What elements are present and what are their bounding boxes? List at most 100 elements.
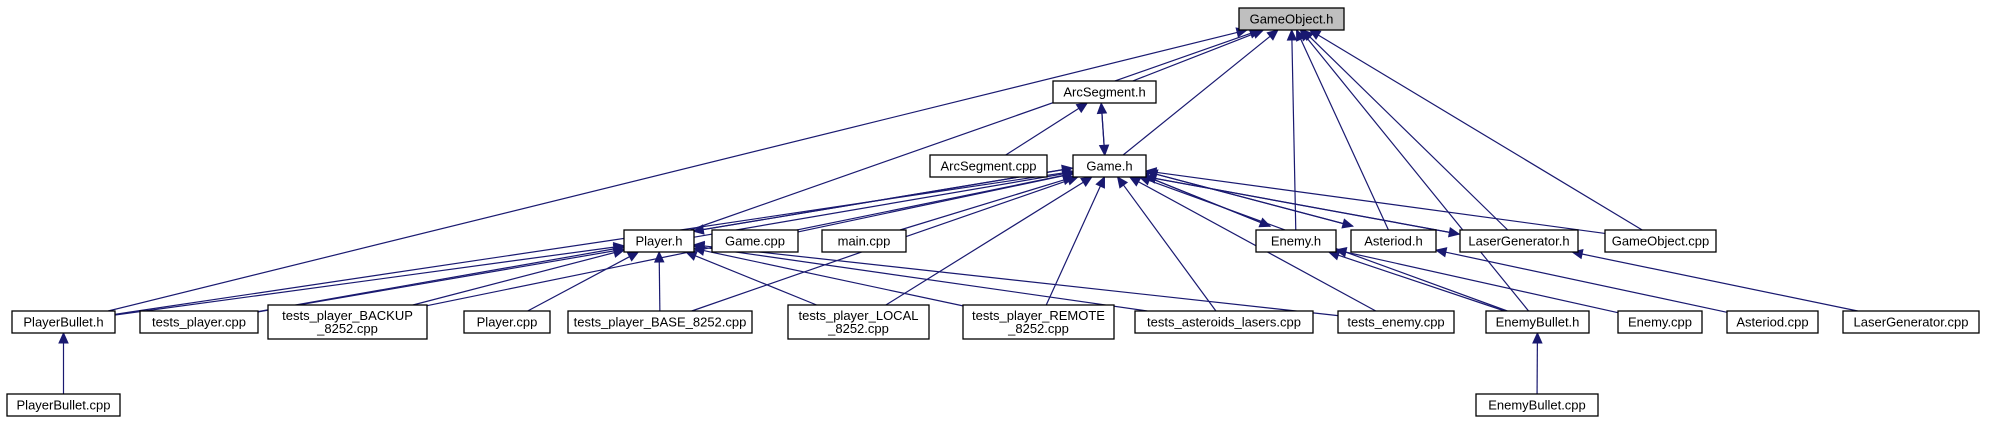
- node-box: [1617, 310, 1703, 334]
- node-playerbullet-cpp[interactable]: PlayerBullet.cpp: [6, 393, 121, 417]
- node-box: [1485, 310, 1590, 334]
- edge-arcsegment-cpp-to-arcsegment-h: [1005, 107, 1080, 156]
- node-label: tests_asteroids_lasers.cpp: [1147, 315, 1301, 330]
- edge-arrowhead: [1066, 175, 1079, 186]
- node-arcsegment-cpp[interactable]: ArcSegment.cpp: [929, 154, 1048, 178]
- edge-enemybullet-h-to-enemy-h: [1338, 254, 1505, 312]
- node-gameobject-cpp[interactable]: GameObject.cpp: [1604, 229, 1717, 253]
- node-label: EnemyBullet.cpp: [1488, 398, 1586, 413]
- edge-arrowhead: [1532, 331, 1543, 344]
- edge-arrowhead: [1116, 176, 1129, 189]
- edge-arrowhead: [1258, 217, 1272, 228]
- edge-tests-player-base-8252-cpp-to-player-h: [658, 261, 661, 312]
- node-box: [139, 310, 259, 334]
- node-asteriod-cpp[interactable]: Asteriod.cpp: [1726, 310, 1819, 334]
- node-label: Asteriod.cpp: [1736, 315, 1808, 330]
- edge-tests-player-cpp-to-player-h: [257, 248, 615, 313]
- node-lasergenerator-h[interactable]: LaserGenerator.h: [1459, 229, 1579, 253]
- node-label: tests_player_LOCAL: [799, 308, 919, 323]
- node-label: tests_player_BACKUP: [282, 308, 413, 323]
- node-label: Asteriod.h: [1364, 234, 1423, 249]
- node-label: PlayerBullet.cpp: [17, 398, 111, 413]
- node-box: [1134, 310, 1314, 334]
- edge-arrowhead: [1098, 144, 1110, 157]
- node-label: Game.cpp: [725, 234, 785, 249]
- node-enemybullet-h[interactable]: EnemyBullet.h: [1485, 310, 1590, 334]
- node-label: _8252.cpp: [1007, 321, 1069, 336]
- edge-playerbullet-h-to-gameobject-h: [107, 31, 1238, 312]
- node-asteriod-h[interactable]: Asteriod.h: [1350, 229, 1437, 253]
- node-box: [711, 229, 799, 253]
- node-enemybullet-cpp[interactable]: EnemyBullet.cpp: [1475, 393, 1599, 417]
- edge-arrowhead: [684, 251, 698, 261]
- edge-playerbullet-h-to-game-h: [114, 172, 1064, 315]
- edge-arrowhead: [1448, 227, 1461, 238]
- edge-gameobject-cpp-to-game-h: [1155, 171, 1606, 235]
- node-box: [267, 304, 428, 340]
- edge-game-cpp-to-game-h: [797, 175, 1064, 233]
- edge-arrowhead: [1128, 176, 1142, 187]
- node-box: [1337, 310, 1455, 334]
- node-tests-player-cpp[interactable]: tests_player.cpp: [139, 310, 259, 334]
- node-player-cpp[interactable]: Player.cpp: [463, 310, 551, 334]
- node-box: [11, 310, 116, 334]
- node-enemy-cpp[interactable]: Enemy.cpp: [1617, 310, 1703, 334]
- node-label: tests_player_REMOTE: [972, 308, 1105, 323]
- node-tests-player-local-8252-cpp[interactable]: tests_player_LOCAL_8252.cpp: [787, 304, 930, 340]
- node-gameobject-h[interactable]: GameObject.h: [1238, 7, 1345, 31]
- edge-player-h-to-gameobject-h: [690, 32, 1251, 231]
- edge-arrowhead: [1080, 176, 1093, 188]
- node-box: [787, 304, 930, 340]
- node-box: [1475, 393, 1599, 417]
- edge-arrowhead: [1299, 29, 1312, 42]
- node-box: [1459, 229, 1579, 253]
- node-tests-player-backup-8252-cpp[interactable]: tests_player_BACKUP_8252.cpp: [267, 304, 428, 340]
- node-label: LaserGenerator.cpp: [1854, 315, 1969, 330]
- edge-arrowhead: [1341, 218, 1355, 229]
- node-label: tests_player.cpp: [152, 315, 246, 330]
- node-box: [1842, 310, 1980, 334]
- node-label: EnemyBullet.h: [1496, 315, 1580, 330]
- node-tests-asteroids-lasers-cpp[interactable]: tests_asteroids_lasers.cpp: [1134, 310, 1314, 334]
- node-tests-player-base-8252-cpp[interactable]: tests_player_BASE_8252.cpp: [567, 310, 753, 334]
- node-player-h[interactable]: Player.h: [623, 229, 695, 253]
- node-box: [1604, 229, 1717, 253]
- node-enemy-h[interactable]: Enemy.h: [1255, 229, 1337, 253]
- edge-game-h-to-asteriod-h: [1146, 171, 1344, 225]
- node-label: tests_enemy.cpp: [1347, 315, 1444, 330]
- node-box: [623, 229, 695, 253]
- node-tests-enemy-cpp[interactable]: tests_enemy.cpp: [1337, 310, 1455, 334]
- edge-enemy-cpp-to-enemy-h: [1345, 251, 1619, 314]
- node-playerbullet-h[interactable]: PlayerBullet.h: [11, 310, 116, 334]
- node-box: [1052, 80, 1157, 104]
- edge-asteriod-cpp-to-asteriod-h: [1445, 251, 1728, 313]
- node-label: tests_player_BASE_8252.cpp: [574, 315, 747, 330]
- edge-game-h-to-player-h: [703, 167, 1073, 231]
- node-label: main.cpp: [838, 234, 891, 249]
- edge-arrowhead: [1075, 102, 1089, 114]
- edge-arrowhead: [653, 250, 665, 263]
- node-box: [567, 310, 753, 334]
- node-label: _8252.cpp: [827, 321, 889, 336]
- node-game-cpp[interactable]: Game.cpp: [711, 229, 799, 253]
- dependency-edges: [58, 27, 1858, 395]
- node-arcsegment-h[interactable]: ArcSegment.h: [1052, 80, 1157, 104]
- node-lasergenerator-cpp[interactable]: LaserGenerator.cpp: [1842, 310, 1980, 334]
- edge-arcsegment-h-to-gameobject-h: [1132, 33, 1255, 82]
- node-label: PlayerBullet.h: [23, 315, 103, 330]
- edge-game-h-to-gameobject-h: [1122, 35, 1271, 156]
- node-main-cpp[interactable]: main.cpp: [821, 229, 907, 253]
- edge-arrowhead: [1334, 247, 1348, 258]
- node-game-h[interactable]: Game.h: [1072, 154, 1147, 178]
- node-label: Enemy.h: [1271, 234, 1321, 249]
- edge-arrowhead: [692, 224, 705, 235]
- node-box: [1238, 7, 1345, 31]
- edge-arrowhead: [1286, 28, 1298, 41]
- node-label: ArcSegment.cpp: [940, 159, 1036, 174]
- edge-tests-enemy-cpp-to-player-h: [703, 245, 1339, 317]
- edge-arrowhead: [1266, 29, 1279, 41]
- edge-asteriod-h-to-gameobject-h: [1300, 38, 1389, 231]
- node-tests-player-remote-8252-cpp[interactable]: tests_player_REMOTE_8252.cpp: [962, 304, 1115, 340]
